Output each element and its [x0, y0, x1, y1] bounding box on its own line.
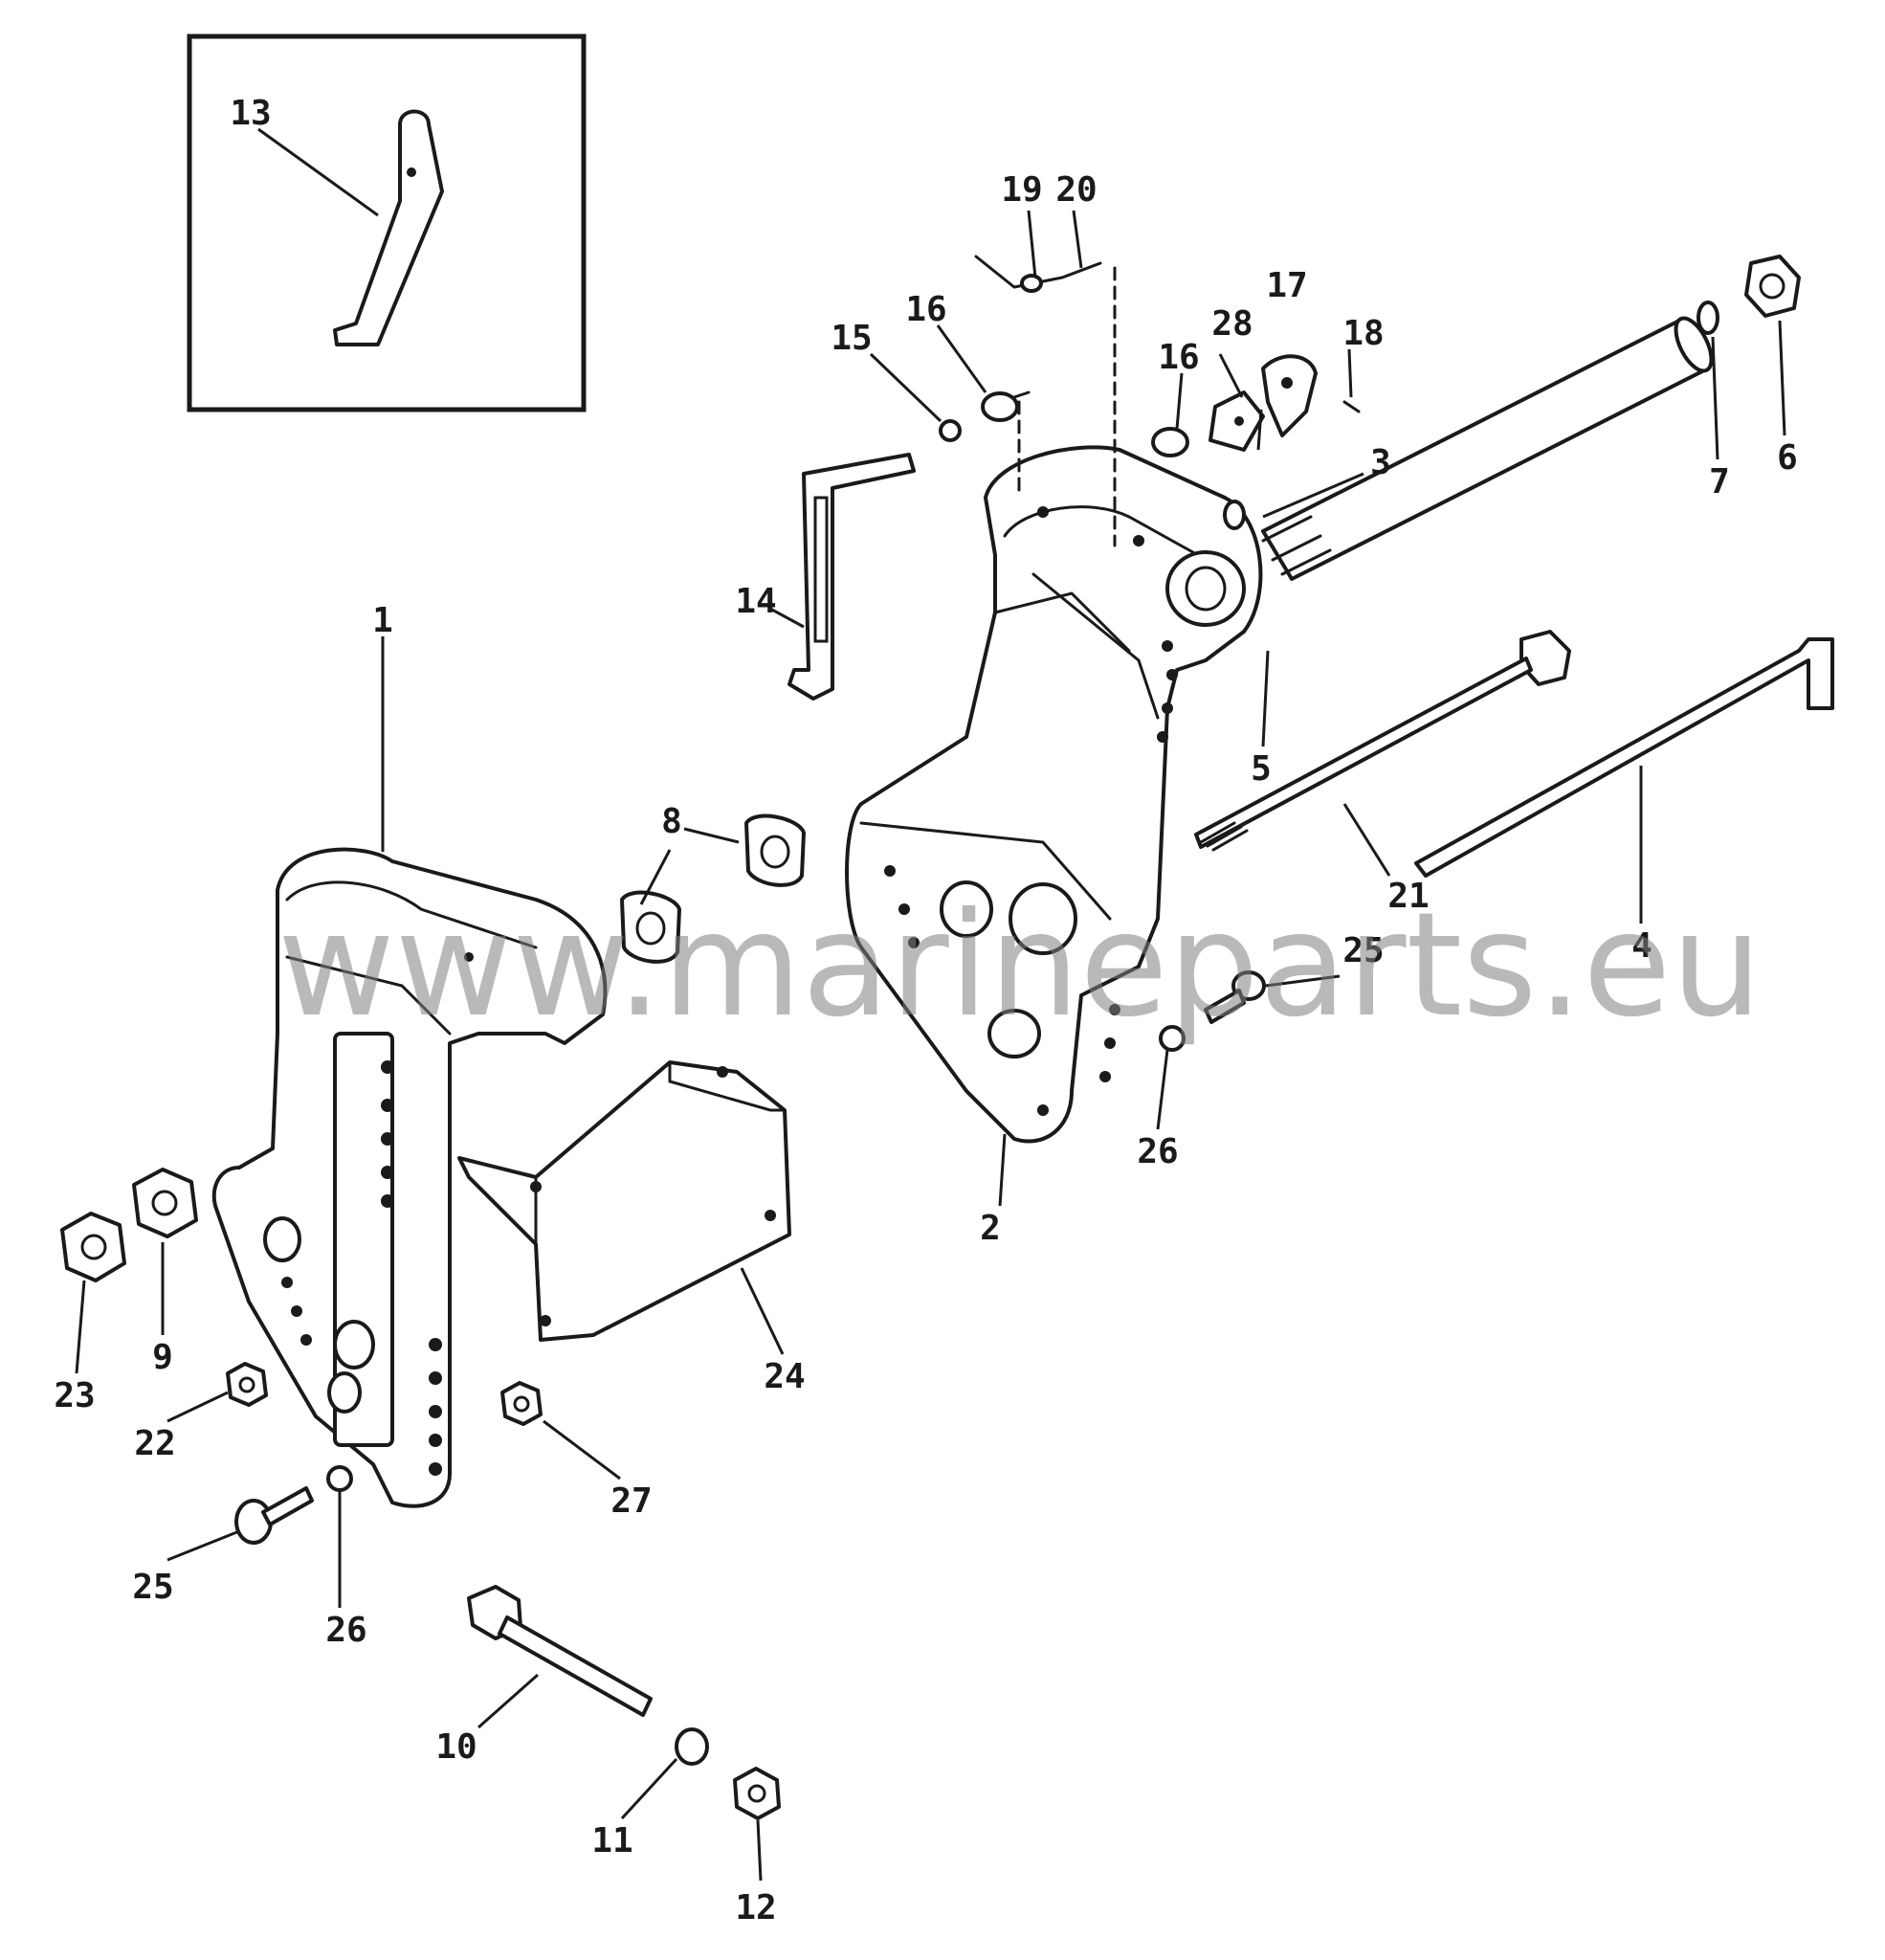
callout-14: 14: [735, 582, 776, 621]
callout-9: 9: [152, 1338, 173, 1377]
part-27-nut: [500, 1381, 543, 1426]
callout-18: 18: [1342, 314, 1384, 353]
callout-28: 28: [1211, 304, 1253, 344]
part-28-lock-plate: [1209, 390, 1265, 452]
part-4-tilt-pin: [1414, 637, 1834, 878]
callout-16b: 16: [1158, 338, 1199, 377]
callout-3: 3: [1370, 443, 1391, 482]
part-22-nut: [226, 1362, 268, 1407]
part-24-mounting-plate: [457, 1060, 791, 1342]
callout-2: 2: [980, 1209, 1001, 1248]
callout-23: 23: [54, 1376, 95, 1415]
part-16-bushing-left: [981, 390, 1031, 422]
callout-19: 19: [1001, 170, 1042, 210]
callout-13: 13: [230, 94, 271, 133]
part-18-pin: [1342, 400, 1361, 413]
part-8-thrust-washers: [620, 813, 806, 964]
part-19-20-spring-clip: [974, 255, 1117, 547]
part-10-bolt: [467, 1585, 653, 1717]
part-14-tilt-stop: [787, 453, 916, 701]
part-25-bolt-left: [234, 1486, 314, 1545]
callout-25b: 25: [132, 1568, 173, 1607]
callout-24: 24: [764, 1357, 805, 1396]
watermark-text: www.marineparts.eu: [277, 882, 1763, 1049]
inset-box: [187, 33, 587, 412]
part-23-nut: [60, 1212, 126, 1282]
part-26-lockwasher-right: [1159, 1025, 1186, 1052]
part-17-cam: [1261, 354, 1318, 437]
callout-6: 6: [1777, 438, 1798, 478]
callout-25a: 25: [1342, 931, 1384, 970]
callout-7: 7: [1709, 462, 1730, 501]
callout-12: 12: [735, 1888, 776, 1927]
part-3-screw: [1223, 500, 1246, 530]
callout-26b: 26: [325, 1611, 366, 1650]
callout-20: 20: [1055, 170, 1097, 210]
part-5-swivel-tube: [1261, 316, 1714, 581]
callout-22: 22: [134, 1424, 175, 1463]
callout-11: 11: [591, 1821, 632, 1860]
part-16-bushing-right: [1151, 427, 1189, 457]
callout-4: 4: [1631, 926, 1652, 966]
part-13-tilt-lever: [333, 92, 506, 346]
callout-16a: 16: [905, 290, 946, 329]
callout-17: 17: [1266, 266, 1307, 305]
callout-21: 21: [1387, 877, 1429, 916]
part-26-lockwasher-left: [326, 1465, 353, 1492]
part-9-nut: [132, 1168, 198, 1238]
callout-1: 1: [372, 601, 393, 640]
part-25-bolt-right: [1204, 970, 1266, 1024]
part-11-washer: [675, 1727, 709, 1766]
part-6-nut: [1744, 255, 1801, 318]
part-21-long-bolt: [1194, 630, 1571, 852]
callout-10: 10: [435, 1727, 477, 1767]
part-1-clamp-bracket-left: [211, 847, 608, 1508]
callout-15: 15: [831, 319, 872, 358]
callout-27: 27: [610, 1481, 652, 1521]
part-15-washer: [939, 419, 962, 442]
leader-lines: [75, 127, 1786, 1882]
callout-5: 5: [1251, 749, 1272, 789]
callout-8: 8: [661, 802, 682, 841]
part-2-swivel-bracket: [845, 445, 1263, 1144]
callout-26a: 26: [1137, 1132, 1178, 1171]
part-7-ring: [1696, 301, 1719, 335]
part-12-nut: [733, 1767, 781, 1820]
